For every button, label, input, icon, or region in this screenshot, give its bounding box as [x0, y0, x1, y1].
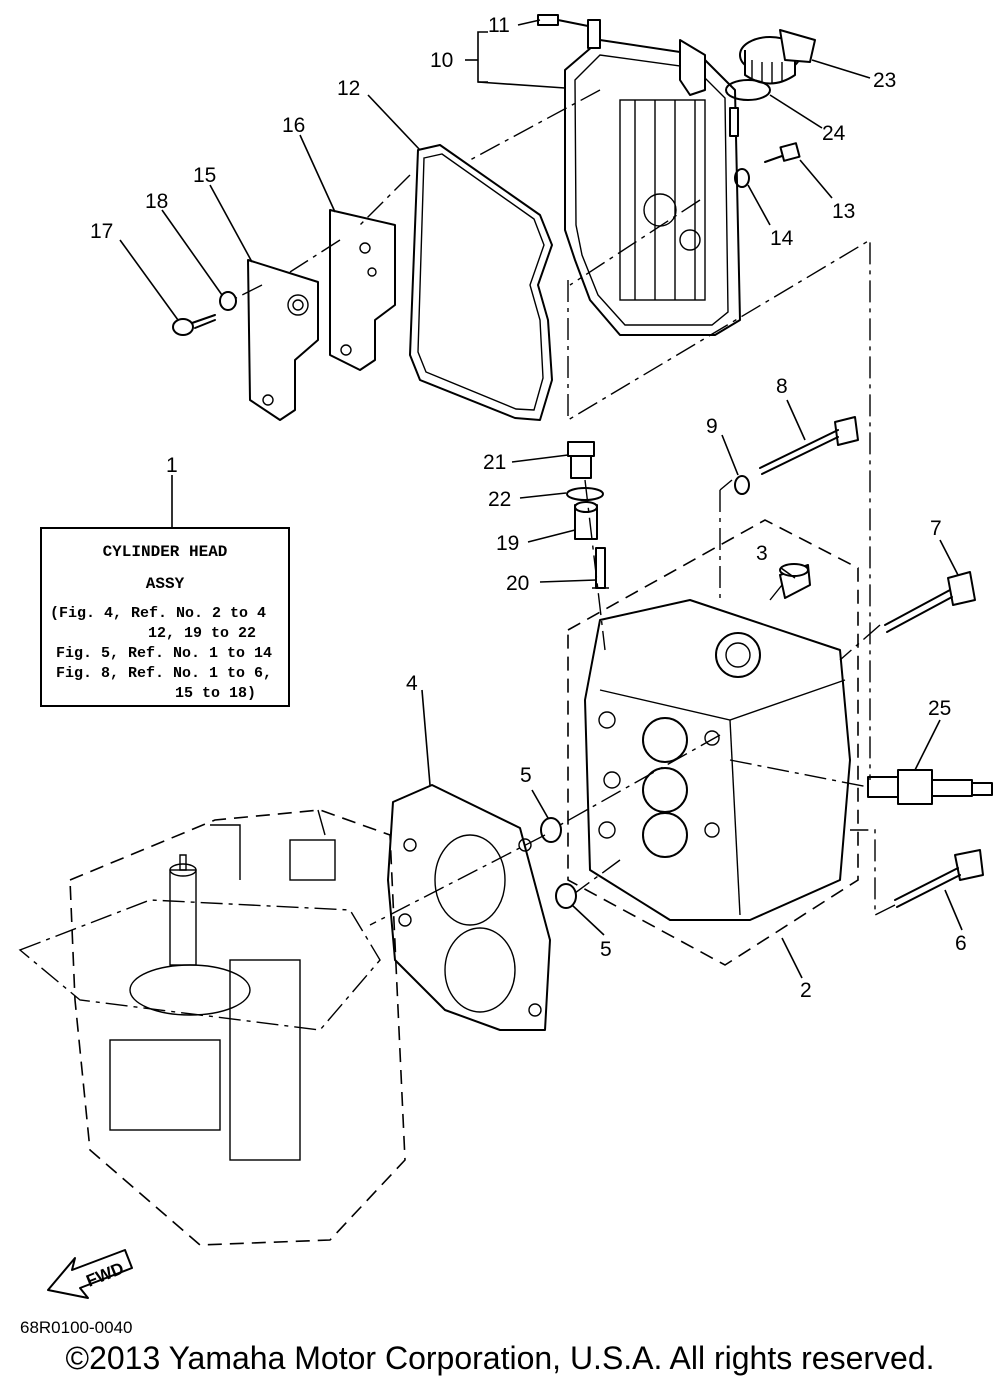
callout-24: 24: [822, 122, 846, 145]
dowel-5-lower: [555, 883, 577, 909]
callout-14: 14: [770, 227, 794, 250]
callout-18: 18: [145, 190, 168, 213]
callout-22: 22: [488, 488, 511, 511]
callout-17: 17: [90, 220, 113, 243]
callout-23: 23: [873, 69, 896, 92]
washer-9: [734, 475, 750, 495]
cylinder-head-outline: [567, 519, 859, 966]
callout-13: 13: [832, 200, 855, 223]
cylinder-head: [584, 599, 851, 921]
callout-3: 3: [756, 542, 768, 565]
pin-20: [592, 547, 609, 589]
callout-21: 21: [483, 451, 506, 474]
callout-20: 20: [506, 572, 529, 595]
callout-16: 16: [282, 114, 305, 137]
bolt-11: [537, 14, 589, 27]
screw-17: [172, 314, 216, 336]
callout-1: 1: [166, 454, 178, 477]
diagram-code: 68R0100-0040: [20, 1318, 133, 1337]
plate-16: [329, 209, 396, 371]
bolt-13: [764, 142, 801, 163]
callout-8: 8: [776, 375, 788, 398]
copyright-notice: ©2013 Yamaha Motor Corporation, U.S.A. A…: [65, 1340, 935, 1376]
dowel-3: [779, 563, 811, 599]
callout-2: 2: [800, 979, 812, 1002]
callout-4: 4: [406, 672, 418, 695]
forward-arrow-icon: FWD: [47, 1249, 133, 1299]
note-title-line1: CYLINDER HEAD: [102, 543, 228, 561]
bolt-8: [759, 416, 859, 475]
oil-filler-cap: [739, 29, 816, 85]
assembly-note-box: CYLINDER HEAD ASSY (Fig. 4, Ref. No. 2 t…: [40, 527, 290, 707]
cylinder-head-cover: [564, 19, 741, 336]
callout-15: 15: [193, 164, 216, 187]
bolt-7: [884, 571, 976, 633]
note-line-4: Fig. 8, Ref. No. 1 to 6,: [56, 665, 273, 682]
note-line-2: 12, 19 to 22: [148, 625, 257, 642]
note-line-3: Fig. 5, Ref. No. 1 to 14: [56, 645, 273, 662]
leader-lines: [119, 19, 963, 979]
callout-25: 25: [928, 697, 951, 720]
o-ring-24: [725, 79, 771, 101]
callout-10: 10: [430, 49, 453, 72]
callout-11: 11: [488, 14, 510, 37]
dowel-5-upper: [540, 817, 562, 843]
note-title-line2: ASSY: [145, 575, 185, 593]
cylinder-head-gasket: [387, 784, 551, 1031]
sleeve-19: [574, 501, 598, 540]
alignment-lines: [235, 89, 896, 926]
callout-12: 12: [337, 77, 360, 100]
callout-6: 6: [955, 932, 967, 955]
spark-plug-25: [867, 769, 993, 805]
note-line-5: 15 to 18): [175, 685, 257, 702]
callout-5-lower: 5: [600, 938, 612, 961]
plate-15: [247, 259, 319, 421]
note-line-1: (Fig. 4, Ref. No. 2 to 4: [50, 605, 267, 622]
bolt-6: [894, 849, 984, 908]
callout-9: 9: [706, 415, 718, 438]
washer-22: [566, 487, 604, 501]
callout-7: 7: [930, 517, 942, 540]
callout-numbers: 1 2 3 4 5 5 6 7 8 9 10 11 12 13 14 15 16…: [90, 14, 967, 1002]
callout-19: 19: [496, 532, 519, 555]
callout-5-upper: 5: [520, 764, 532, 787]
cylinder-block: [18, 809, 406, 1246]
washer-18: [219, 291, 237, 311]
gasket-12: [409, 144, 553, 421]
plug-21: [567, 441, 595, 479]
washer-14: [734, 168, 750, 188]
